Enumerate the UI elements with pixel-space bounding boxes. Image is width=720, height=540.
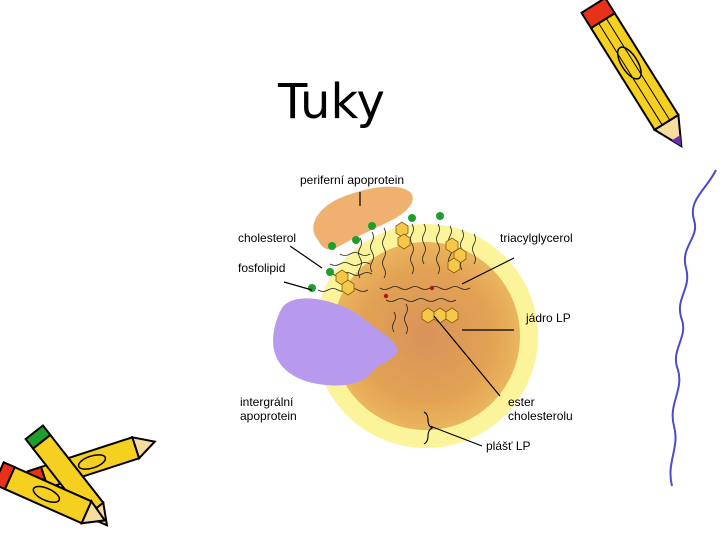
label-integral-apoprotein-1: intergrální [240, 395, 294, 409]
slide-title: Tuky [278, 74, 385, 130]
label-shell: plášť LP [486, 439, 531, 453]
label-integral-apoprotein-2: apoprotein [240, 409, 297, 423]
leader-lines [283, 192, 515, 447]
cholesterol-rings [335, 221, 467, 324]
label-peripheral-apoprotein: periferní apoprotein [300, 173, 405, 187]
peripheral-apoprotein [313, 186, 413, 250]
label-cholesterol: cholesterol [238, 231, 297, 245]
pencil-icon [580, 0, 683, 149]
lp-core [332, 242, 520, 430]
phospholipid-heads [308, 212, 444, 292]
ester-groups [383, 285, 435, 299]
shell-brace [423, 411, 434, 445]
label-triacylglycerol: triacylglycerol [500, 231, 573, 245]
label-core: jádro LP [526, 311, 571, 325]
squiggle-line [669, 169, 717, 487]
label-ester-2: cholesterolu [508, 409, 573, 423]
integral-apoprotein [273, 298, 398, 386]
label-ester-1: ester [508, 395, 535, 409]
pencil-icon [0, 460, 107, 525]
label-phospholipid: fosfolipid [238, 261, 286, 275]
